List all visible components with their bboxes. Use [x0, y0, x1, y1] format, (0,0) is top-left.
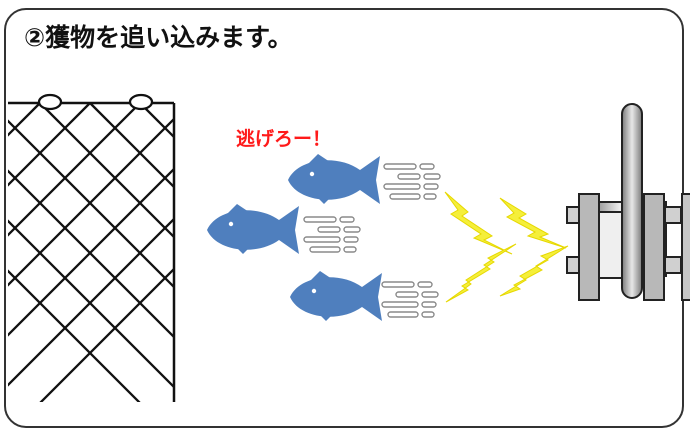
- step-title: ②獲物を追い込みます。: [24, 23, 293, 52]
- lightning-icon: [444, 191, 569, 303]
- sound-device-icon: [566, 103, 690, 301]
- fish-icon: [207, 204, 299, 254]
- speed-lines-icon: [381, 281, 439, 318]
- scene-illustration: [8, 93, 690, 402]
- fish-shout-text: 逃げろー！: [236, 128, 332, 150]
- fish-icon: [290, 271, 382, 321]
- speed-lines-icon: [303, 216, 361, 253]
- speed-lines-icon: [383, 163, 441, 200]
- fishing-net-icon: [8, 93, 176, 402]
- fish-icon: [288, 154, 380, 204]
